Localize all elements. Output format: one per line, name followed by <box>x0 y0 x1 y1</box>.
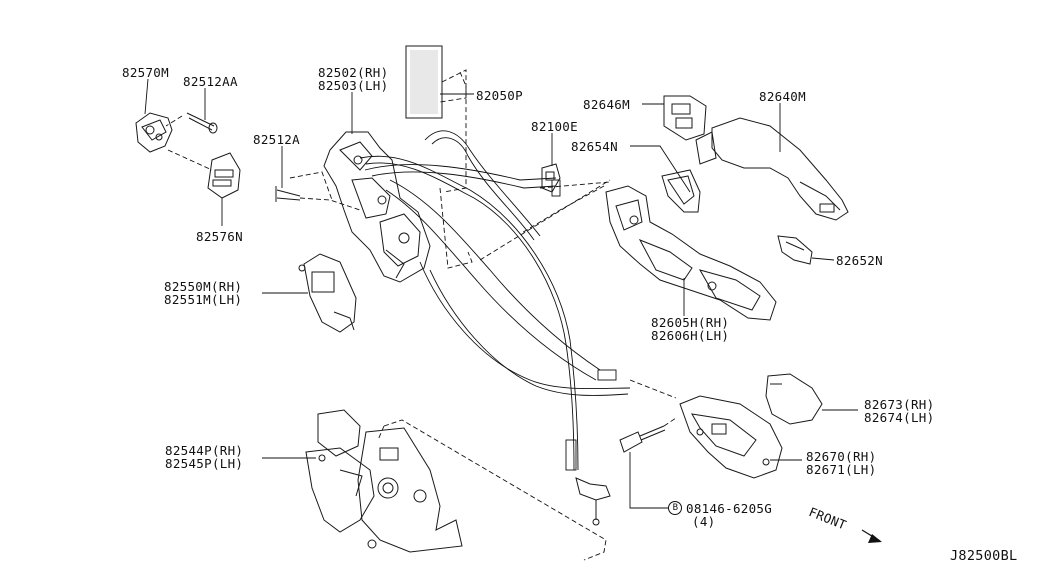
part-label-82640M: 82640M <box>759 89 806 104</box>
escutcheon-82673 <box>765 373 823 425</box>
clip-82100E <box>541 163 561 193</box>
striker-82576N <box>207 152 241 199</box>
gasket-82654N <box>661 169 701 213</box>
bolt-08146-6205G <box>619 425 666 453</box>
part-label-bolt-qty: (4) <box>692 514 716 529</box>
part-label-82605H: 82605H(RH) 82606H(LH) <box>651 316 729 342</box>
diagram-reference-code: J82500BL <box>950 548 1018 564</box>
screw-82512AA <box>186 112 218 134</box>
gasket-82652N <box>777 235 813 265</box>
cable-end <box>575 477 611 526</box>
latch-assembly-82544P <box>305 409 463 553</box>
part-label-82606H-lh: 82606H(LH) <box>651 328 730 343</box>
part-label-82652N: 82652N <box>836 253 883 268</box>
part-label-82512AA: 82512AA <box>183 74 238 89</box>
part-label-82576N: 82576N <box>196 229 243 244</box>
part-label-82100E: 82100E <box>531 119 578 134</box>
striker-bracket-82570M <box>135 112 173 153</box>
part-label-82670-rh: 82670(RH) <box>806 449 877 464</box>
part-label-82605H-rh: 82605H(RH) <box>651 315 730 330</box>
outside-handle-82640M <box>695 117 849 221</box>
bolt-symbol-label: B <box>672 503 679 513</box>
part-label-82502: 82502(RH) 82503(LH) <box>318 66 388 92</box>
part-label-82550M: 82550M(RH) 82551M(LH) <box>164 280 242 306</box>
bracket-82646M <box>663 95 707 141</box>
part-label-bolt: 08146-6205G (4) <box>686 502 772 528</box>
part-label-82544P: 82544P(RH) 82545P(LH) <box>165 444 243 470</box>
seal-82050P <box>405 45 443 119</box>
part-label-82551M-lh: 82551M(LH) <box>164 292 243 307</box>
part-label-bolt-code: 08146-6205G <box>686 501 773 516</box>
actuator-82550M <box>298 253 357 333</box>
part-label-82674-lh: 82674(LH) <box>864 410 935 425</box>
part-label-82570M: 82570M <box>122 65 169 80</box>
part-label-82646M: 82646M <box>583 97 630 112</box>
part-label-82673: 82673(RH) 82674(LH) <box>864 398 934 424</box>
part-label-82544P-rh: 82544P(RH) <box>165 443 244 458</box>
part-label-82550M-rh: 82550M(RH) <box>164 279 243 294</box>
part-label-82050P: 82050P <box>476 88 523 103</box>
part-label-82673-rh: 82673(RH) <box>864 397 935 412</box>
part-label-82502-rh: 82502(RH) <box>318 65 389 80</box>
bolt-82512A <box>275 186 301 202</box>
part-label-82670: 82670(RH) 82671(LH) <box>806 450 876 476</box>
inside-handle-82670 <box>679 395 783 479</box>
part-label-82671-lh: 82671(LH) <box>806 462 877 477</box>
part-label-82512A: 82512A <box>253 132 300 147</box>
part-label-82503-lh: 82503(LH) <box>318 78 389 93</box>
door-lock-actuator-82502 <box>323 131 431 283</box>
part-label-82654N: 82654N <box>571 139 618 154</box>
front-arrow-icon <box>861 529 882 543</box>
part-label-82545P-lh: 82545P(LH) <box>165 456 244 471</box>
handle-frame-82605H <box>605 185 777 321</box>
